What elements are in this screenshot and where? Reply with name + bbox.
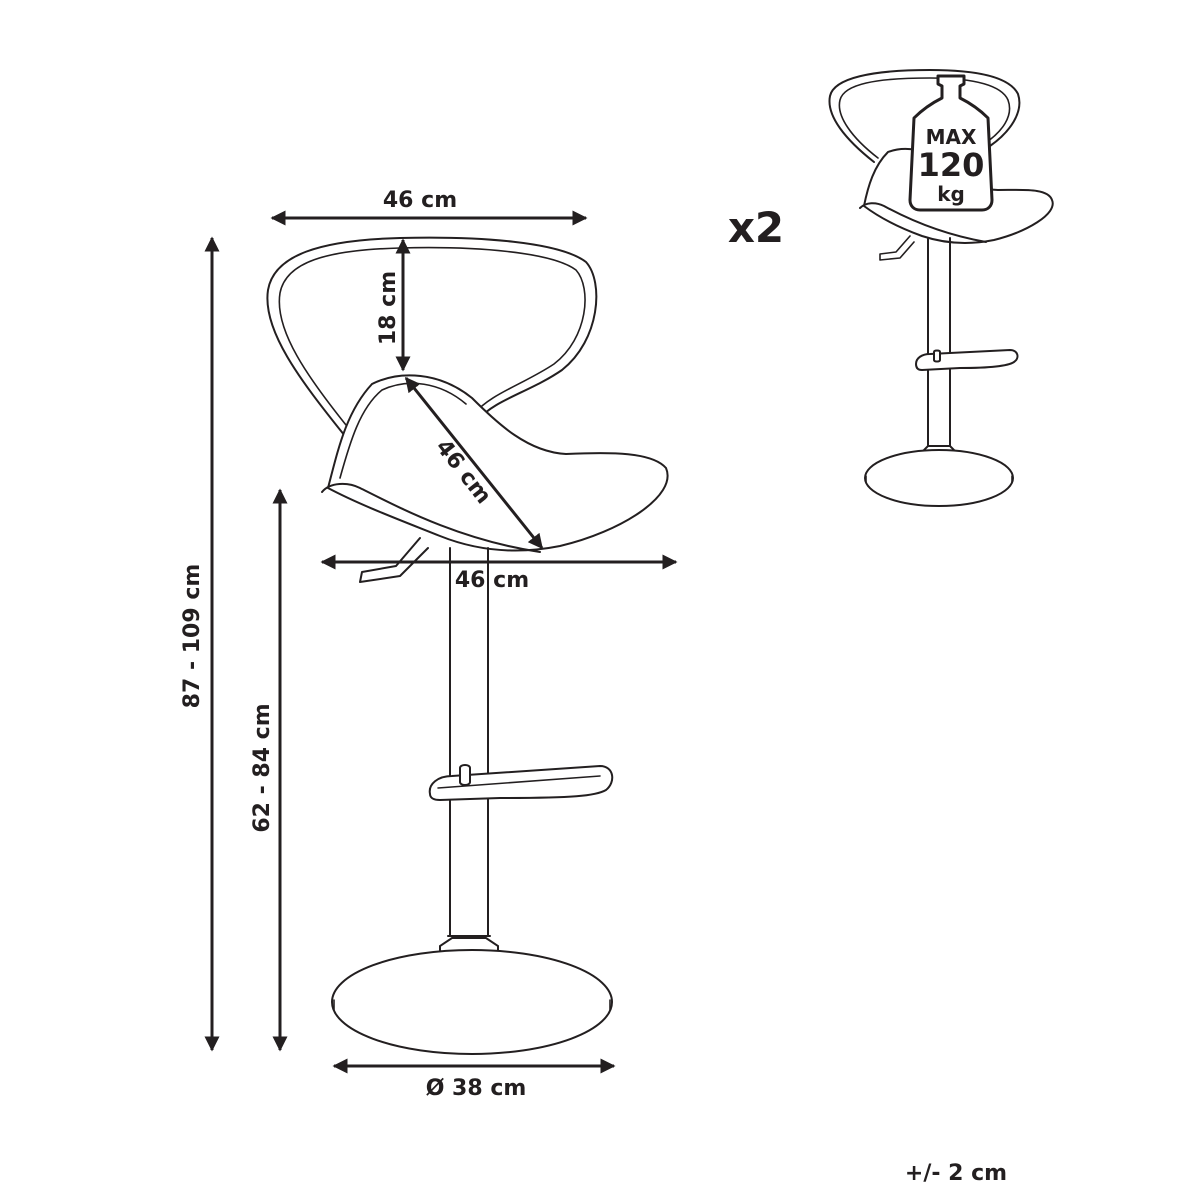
dimension-label: 62 - 84 cm	[250, 703, 275, 832]
backrest	[266, 236, 598, 437]
dimension-backrest-height: 18 cm	[376, 238, 411, 372]
seat	[321, 374, 669, 553]
dimension-backrest-width: 46 cm	[270, 188, 588, 226]
bar-stool-drawing	[266, 236, 669, 1055]
dimension-total-height: 87 - 109 cm	[180, 236, 220, 1052]
dimension-label: Ø 38 cm	[426, 1076, 527, 1101]
dimension-label: 18 cm	[376, 271, 401, 345]
height-lever	[359, 537, 429, 583]
dimension-seat-width: 46 cm	[320, 554, 678, 593]
dimension-label: 87 - 109 cm	[180, 564, 205, 709]
max-load-unit: kg	[937, 182, 965, 206]
column	[449, 547, 489, 937]
base-disc	[331, 949, 613, 1055]
dimension-seat-height: 62 - 84 cm	[250, 488, 288, 1052]
max-load-label: MAX	[926, 125, 977, 149]
dimension-label: 46 cm	[455, 568, 529, 593]
max-load-value: 120	[918, 146, 985, 184]
footrest-ring	[428, 764, 614, 802]
weight-icon: MAX 120 kg	[908, 74, 994, 212]
tolerance-note: +/- 2 cm	[905, 1161, 1007, 1186]
bar-stool-thumbnail: MAX 120 kg	[828, 69, 1054, 507]
dimension-label: 46 cm	[383, 188, 457, 213]
dimension-base-diameter: Ø 38 cm	[332, 1058, 616, 1101]
quantity-label: x2	[728, 203, 784, 252]
